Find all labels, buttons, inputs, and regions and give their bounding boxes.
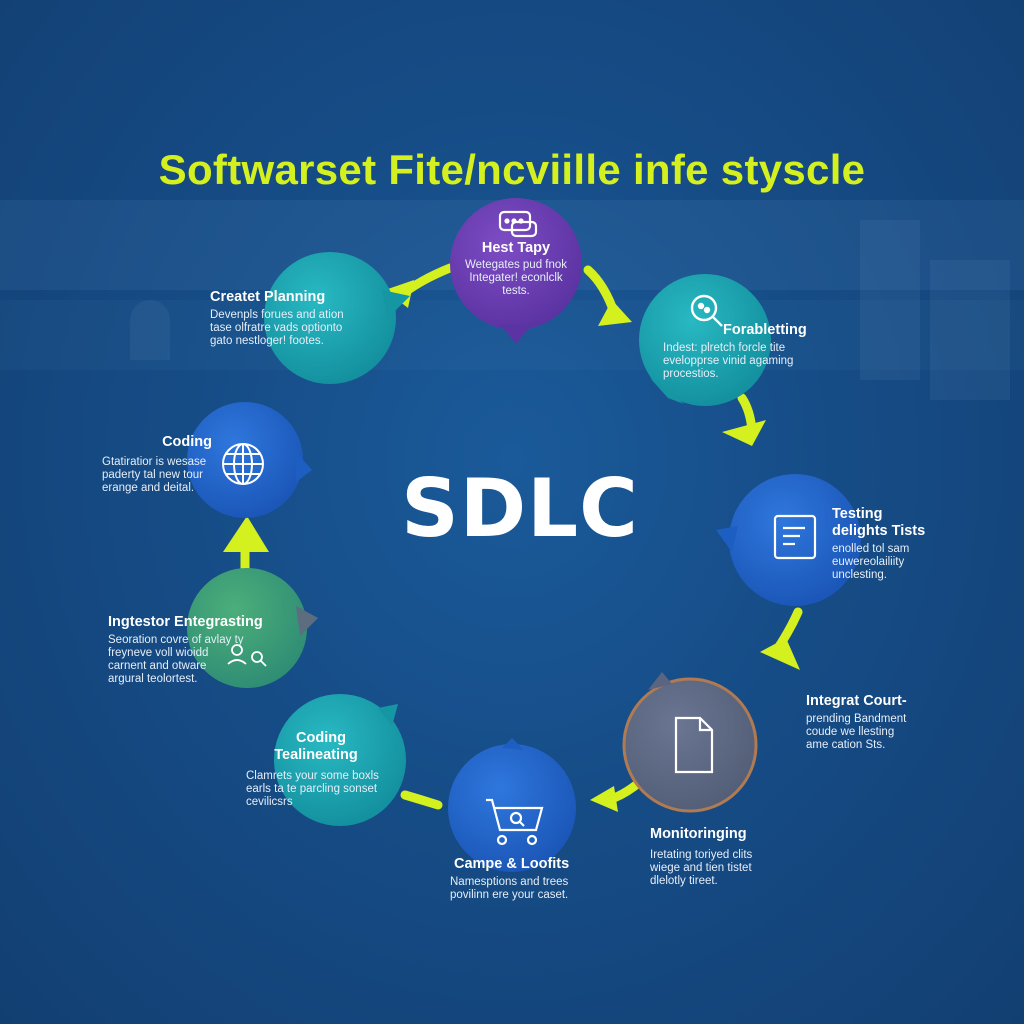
- node-title: Hest Tapy: [481, 240, 551, 256]
- node-desc-line: erange and deital.: [102, 482, 195, 494]
- node-desc-line: wiege and tien tistet: [650, 862, 752, 874]
- node-desc-line: povilinn ere your caset.: [450, 889, 569, 901]
- node-desc-line: earls ta te parcling sonset: [246, 783, 378, 795]
- node-desc-line: Gtatiratior is wesase: [102, 456, 207, 468]
- node-integrating-text: Ingtestor Entegrasting Seoration covre o…: [108, 614, 308, 686]
- node-integrat-circle: [622, 672, 758, 813]
- node-coding-bottom-text: Coding Tealineating Clamrets your some b…: [246, 730, 436, 809]
- node-desc-line: euwereolailiity: [832, 556, 905, 568]
- node-desc-line: prending Bandment: [806, 713, 907, 725]
- arrow-head: [223, 280, 800, 812]
- node-desc-line: paderty tal new tour: [102, 469, 204, 481]
- node-top-text: Hest Tapy Wetegates pud fnok Integater! …: [416, 240, 616, 298]
- node-integrat-text: Integrat Court- prending Bandment coude …: [806, 693, 1006, 752]
- node-campe-text: Campe & Loofits Namesptions and trees po…: [434, 856, 604, 902]
- node-top-circle: [450, 198, 582, 344]
- node-monitoring-text: Monitoringing Iretating toriyed clits wi…: [650, 826, 820, 888]
- node-testing-circle: [716, 474, 861, 606]
- node-title: Monitoringing: [650, 826, 747, 842]
- node-desc-line: Clamrets your some boxls: [246, 770, 379, 782]
- node-desc-line: carnent and otware: [108, 660, 207, 672]
- node-planning-circle: [264, 252, 410, 384]
- node-title: Coding: [296, 730, 346, 746]
- node-desc-line: Seoration covre of avlay ty: [108, 634, 244, 646]
- node-title: Integrat Court-: [806, 693, 907, 709]
- node-desc-line: Wetegates pud fnok: [464, 259, 568, 271]
- node-desc-line: ame cation Sts.: [806, 739, 886, 751]
- file-icon: [674, 716, 714, 774]
- node-title: Ingtestor Entegrasting: [108, 614, 263, 630]
- node-title: Coding: [162, 434, 212, 450]
- center-label: SDLC: [401, 462, 639, 555]
- node-desc-line: gato nestloger! footes.: [210, 335, 324, 347]
- node-desc-line: Integater! econlclk: [469, 272, 563, 284]
- node-coding-top-circle: [187, 402, 312, 518]
- node-planning-text: Createt Planning Devenpls forues and ati…: [210, 289, 410, 348]
- magnifier-icon: [690, 294, 723, 327]
- node-desc-line: freyneve voll wioidd: [108, 647, 209, 659]
- node-title: Createt Planning: [210, 289, 326, 305]
- node-desc-line: procestios.: [663, 368, 719, 380]
- node-desc-line: coude we llesting: [806, 726, 895, 738]
- node-integrating-circle: [187, 568, 318, 688]
- node-coding-top-text: Coding Gtatiratior is wesase paderty tal…: [102, 434, 222, 495]
- node-desc-line: evelopprse vinid agaming: [663, 355, 794, 367]
- node-campe-circle: [448, 738, 576, 872]
- node-desc-line: enolled tol sam: [832, 543, 910, 555]
- node-title: Testing: [832, 506, 883, 522]
- node-title: Campe & Loofits: [454, 856, 570, 872]
- node-title: Forabletting: [723, 322, 807, 338]
- node-desc-line: dlelotly tireet.: [650, 875, 718, 887]
- node-subtitle: delights Tists: [832, 523, 926, 539]
- node-desc-line: Devenpls forues and ation: [210, 309, 344, 321]
- node-desc-line: Iretating toriyed clits: [650, 849, 753, 861]
- node-forableting-text: Forabletting Indest: plretch forcle tite…: [663, 322, 863, 381]
- node-subtitle: Tealineating: [274, 747, 358, 763]
- node-desc-line: Indest: plretch forcle tite: [663, 342, 786, 354]
- globe-icon: [222, 443, 264, 485]
- diagram-title: Softwarset Fite/ncviille infe styscle: [158, 146, 866, 193]
- chat-bubble-icon: [498, 210, 538, 238]
- node-desc-line: tase olfratre vads optionto: [210, 322, 343, 334]
- node-coding-bottom-circle: [274, 694, 406, 826]
- people-search-icon: [227, 644, 267, 667]
- node-desc-line: tests.: [502, 285, 530, 297]
- node-desc-line: unclesting.: [832, 569, 887, 581]
- node-forableting-circle: [639, 274, 771, 406]
- node-desc-line: argural teolortest.: [108, 673, 198, 685]
- cart-icon: [486, 798, 544, 846]
- node-desc-line: cevilicsrs: [246, 796, 293, 808]
- document-lines-icon: [773, 514, 817, 560]
- node-desc-line: Namesptions and trees: [450, 876, 569, 888]
- node-testing-text: Testing delights Tists enolled tol sam e…: [832, 506, 1002, 582]
